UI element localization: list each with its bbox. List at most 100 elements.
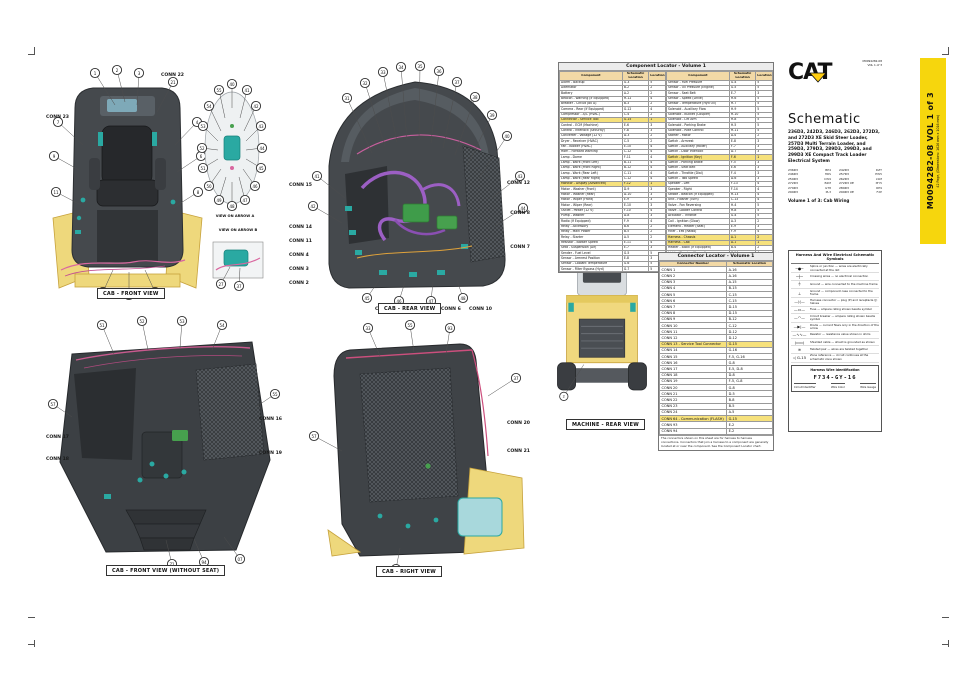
svg-text:CONN 21: CONN 21 (507, 448, 530, 454)
svg-text:54: 54 (206, 104, 212, 109)
symbol-row: —∿∿— Resistor — resistance value shown i… (791, 332, 879, 340)
svg-text:33: 33 (380, 70, 386, 75)
svg-text:44: 44 (520, 206, 526, 211)
svg-text:45: 45 (364, 296, 370, 301)
svg-text:37: 37 (454, 80, 460, 85)
symbol-glyph: ─●─ (795, 266, 804, 272)
svg-text:45: 45 (258, 166, 264, 171)
symbol-glyph: ≋ (797, 347, 802, 353)
svg-text:55: 55 (272, 392, 278, 397)
svg-text:42: 42 (253, 104, 259, 109)
svg-text:53: 53 (200, 124, 206, 129)
svg-text:CONN 18: CONN 18 (46, 456, 69, 462)
crop-mark (28, 644, 35, 645)
cab-front-art (52, 87, 203, 289)
svg-text:43: 43 (258, 124, 264, 129)
svg-text:55: 55 (407, 323, 413, 328)
svg-text:50: 50 (206, 184, 212, 189)
svg-text:47: 47 (428, 299, 434, 304)
wire-sample: F734-GY-16 (813, 374, 857, 381)
cab-rear-view-label: CAB - REAR VIEW (378, 303, 442, 314)
svg-text:49: 49 (216, 198, 222, 203)
cat-logo: CAT (788, 60, 833, 85)
volume-note: Volume 1 of 3: Cab Wiring (788, 197, 850, 203)
svg-text:CONN 11: CONN 11 (289, 238, 312, 244)
svg-text:33: 33 (365, 326, 371, 331)
symbol-row: ≋ Twisted pair — wires are twisted toget… (791, 346, 879, 354)
svg-text:71: 71 (169, 562, 175, 567)
symbol-row: ⏚ Ground — wire connected to the machine… (791, 281, 879, 290)
svg-text:37: 37 (513, 376, 519, 381)
svg-text:36: 36 (436, 69, 442, 74)
svg-text:CONN 7: CONN 7 (510, 244, 530, 250)
svg-text:07: 07 (237, 557, 243, 562)
svg-text:CONN 12: CONN 12 (507, 180, 530, 186)
svg-text:41: 41 (314, 174, 320, 179)
spine-note: 42 Page, (Dimensions: 1626 mm x 1016 mm) (936, 114, 940, 188)
svg-text:CONN 20: CONN 20 (507, 420, 530, 426)
svg-text:52: 52 (199, 146, 205, 151)
svg-text:CONN 22: CONN 22 (161, 72, 184, 78)
svg-text:CONN 15: CONN 15 (289, 182, 312, 188)
svg-text:21: 21 (170, 80, 176, 85)
svg-text:48: 48 (460, 296, 466, 301)
svg-text:55: 55 (216, 88, 222, 93)
svg-text:CONN 16: CONN 16 (259, 416, 282, 422)
component-table-right: Component Schematic Location Location Se… (666, 71, 773, 273)
svg-text:35: 35 (417, 64, 423, 69)
svg-text:43: 43 (517, 174, 523, 179)
component-table-left: Component Schematic Location Location Al… (559, 71, 666, 273)
svg-text:39: 39 (489, 113, 495, 118)
svg-text:CONN 6: CONN 6 (441, 306, 461, 312)
symbol-glyph: —∿∿— (792, 332, 807, 338)
symbol-glyph: ─┼─ (796, 274, 803, 280)
symbol-row: —▶|— Diode — current flows only in the d… (791, 323, 879, 332)
svg-text:CAT: CAT (788, 60, 832, 85)
crop-mark (28, 54, 35, 55)
svg-text:7: 7 (57, 120, 60, 125)
cat-triangle-icon (809, 72, 827, 83)
svg-text:44: 44 (259, 146, 265, 151)
svg-text:8: 8 (197, 190, 200, 195)
symbol-row: —▭— Fuse — ampere rating shown beside sy… (791, 307, 879, 315)
svg-text:40: 40 (504, 134, 510, 139)
svg-text:47: 47 (242, 198, 248, 203)
svg-text:51: 51 (99, 323, 105, 328)
svg-text:CONN 17: CONN 17 (46, 434, 69, 440)
connector-table-grid: Connector Number Schematic Location CONN… (658, 260, 773, 435)
svg-text:31: 31 (344, 96, 350, 101)
symbol-glyph: —▭— (793, 307, 806, 313)
symbol-glyph: —)(— (794, 299, 805, 305)
svg-text:9: 9 (53, 154, 56, 159)
symbol-row: ⊥ Ground — component case connected to t… (791, 289, 879, 298)
